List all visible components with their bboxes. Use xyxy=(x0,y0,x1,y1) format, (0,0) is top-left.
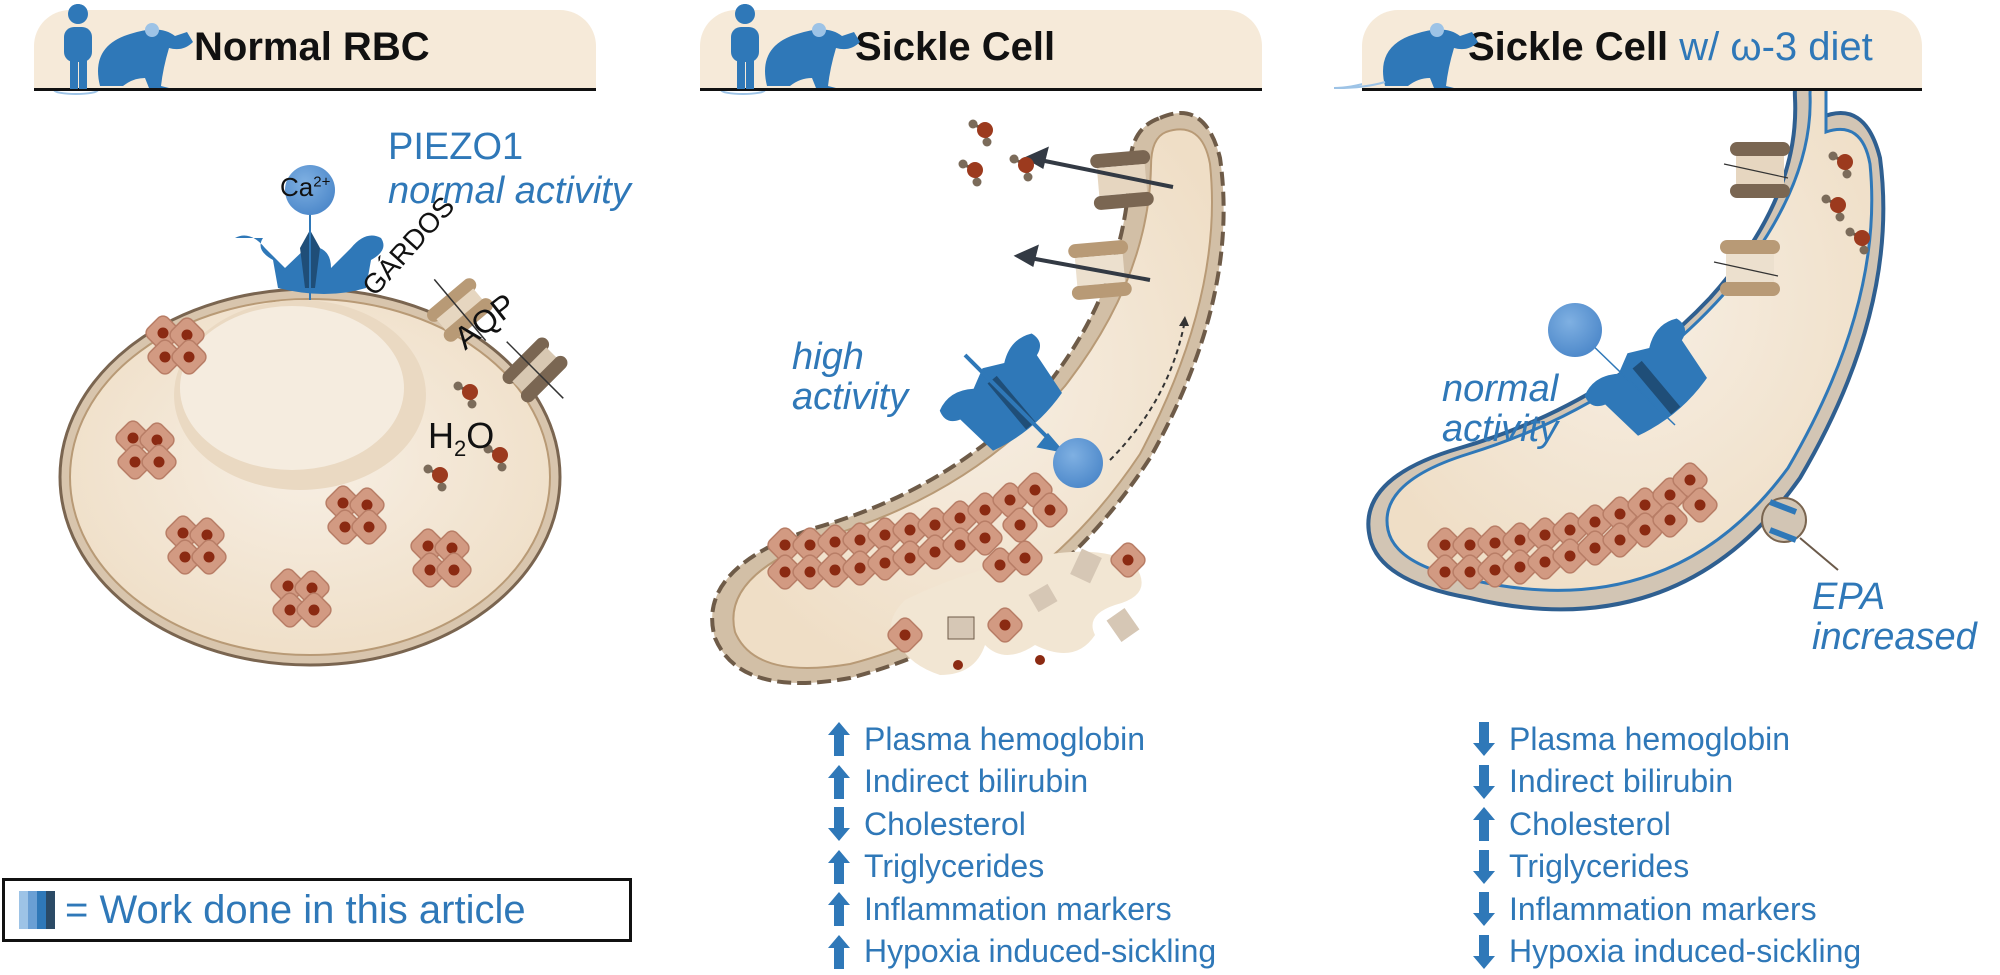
marker-item: Plasma hemoglobin xyxy=(1473,718,1861,761)
marker-item: Hypoxia induced-sickling xyxy=(828,931,1216,974)
calcium-flux-line xyxy=(1584,337,1676,426)
activity-line2: activity xyxy=(792,375,909,418)
swatch-dark xyxy=(46,891,55,929)
marker-item: Indirect bilirubin xyxy=(1473,761,1861,804)
marker-label: Plasma hemoglobin xyxy=(864,720,1146,757)
water-subscript: 2 xyxy=(454,436,467,462)
marker-item: Cholesterol xyxy=(1473,803,1861,846)
marker-item: Triglycerides xyxy=(828,846,1216,889)
sickle-cell xyxy=(710,111,1226,685)
panel-title-main: Sickle Cell xyxy=(1468,25,1669,69)
panel-header-sickle-cell-omega3: Sickle Cell w/ ω-3 diet xyxy=(1362,10,1922,91)
water-o: O xyxy=(466,415,495,456)
marker-item: Triglycerides xyxy=(1473,846,1861,889)
water-label: H2O xyxy=(428,415,494,462)
epa-line2: increased xyxy=(1812,615,1977,658)
gardos-channel-icon xyxy=(1713,240,1780,296)
signaling-dashed-arrow xyxy=(1109,319,1186,461)
activity-line1: normal xyxy=(1442,368,1559,410)
marker-label: Inflammation markers xyxy=(864,890,1172,927)
panel-title: Sickle Cell xyxy=(855,25,1056,69)
legend-text: = Work done in this article xyxy=(65,887,526,932)
normal-activity-label: normal activity xyxy=(1442,368,1559,450)
calcium-symbol: Ca xyxy=(280,172,314,202)
arrow-down-icon xyxy=(1473,934,1495,969)
marker-label: Triglycerides xyxy=(1509,848,1690,885)
gardos-channel-icon xyxy=(427,278,493,342)
marker-item: Inflammation markers xyxy=(828,888,1216,931)
arrow-up-icon xyxy=(1473,807,1495,842)
swatch-blue xyxy=(37,891,46,929)
piezo1-channel-icon xyxy=(1584,318,1707,436)
omega3-markers: Plasma hemoglobin Indirect bilirubin Cho… xyxy=(1473,718,1861,973)
marker-label: Inflammation markers xyxy=(1509,890,1817,927)
arrow-down-icon xyxy=(1473,892,1495,927)
calcium-ion-icon xyxy=(1548,303,1602,357)
marker-label: Hypoxia induced-sickling xyxy=(864,933,1217,970)
water-h: H xyxy=(428,415,454,456)
arrow-down-icon xyxy=(1473,722,1495,757)
normal-rbc-cell xyxy=(58,165,568,667)
arrow-up-icon xyxy=(828,892,850,927)
panel-title: Normal RBC xyxy=(194,25,430,69)
arrow-up-icon xyxy=(828,849,850,884)
marker-item: Inflammation markers xyxy=(1473,888,1861,931)
arrow-up-icon xyxy=(828,934,850,969)
marker-label: Indirect bilirubin xyxy=(864,763,1089,800)
arrow-down-icon xyxy=(1473,849,1495,884)
marker-item: Hypoxia induced-sickling xyxy=(1473,931,1861,974)
high-activity-label: high activity xyxy=(792,336,909,418)
marker-label: Hypoxia induced-sickling xyxy=(1509,933,1862,970)
aqp-channel-icon xyxy=(502,337,568,403)
water-molecules-icon xyxy=(957,118,1036,188)
marker-item: Cholesterol xyxy=(828,803,1216,846)
released-hemoglobin xyxy=(884,539,1149,670)
aqp-channel-icon xyxy=(1090,150,1154,210)
marker-item: Plasma hemoglobin xyxy=(828,718,1216,761)
arrow-down-icon xyxy=(1473,764,1495,799)
marker-label: Cholesterol xyxy=(1509,805,1671,842)
piezo1-channel-icon xyxy=(235,200,384,300)
epa-line1: EPA xyxy=(1812,576,1886,618)
piezo1-label: PIEZO1 xyxy=(388,126,524,168)
marker-label: Cholesterol xyxy=(864,805,1026,842)
swatch-mid xyxy=(28,891,37,929)
efflux-arrows xyxy=(1013,146,1174,282)
panel-title-suffix: w/ ω-3 diet xyxy=(1679,25,1873,69)
legend-box: = Work done in this article xyxy=(2,878,632,942)
calcium-ion-icon xyxy=(285,165,335,215)
panel-header-normal-rbc: Normal RBC xyxy=(34,10,596,91)
marker-label: Plasma hemoglobin xyxy=(1509,720,1791,757)
sickle-cell-markers: Plasma hemoglobin Indirect bilirubin Cho… xyxy=(828,718,1216,973)
epa-increased-label: EPA increased xyxy=(1812,576,1977,658)
activity-line2: activity xyxy=(1442,407,1559,450)
panel-header-sickle-cell: Sickle Cell xyxy=(700,10,1262,91)
arrow-down-icon xyxy=(828,807,850,842)
activity-line1: high xyxy=(792,336,864,378)
marker-item: Indirect bilirubin xyxy=(828,761,1216,804)
calcium-charge: 2+ xyxy=(313,173,331,191)
sickle-cell-omega3 xyxy=(1366,45,1886,612)
calcium-label: Ca2+ xyxy=(280,172,330,203)
arrow-up-icon xyxy=(828,764,850,799)
marker-label: Indirect bilirubin xyxy=(1509,763,1734,800)
arrow-up-icon xyxy=(828,722,850,757)
legend-swatch xyxy=(19,891,55,929)
calcium-influx-arrow xyxy=(963,353,1066,454)
piezo1-activity-label: normal activity xyxy=(388,170,631,212)
epa-magnifier-icon xyxy=(1761,497,1839,571)
calcium-ion-icon xyxy=(1053,438,1103,488)
marker-label: Triglycerides xyxy=(864,848,1045,885)
aqp-channel-icon xyxy=(1723,142,1790,198)
panel-title: Sickle Cell w/ ω-3 diet xyxy=(1468,25,1873,70)
swatch-light xyxy=(19,891,28,929)
